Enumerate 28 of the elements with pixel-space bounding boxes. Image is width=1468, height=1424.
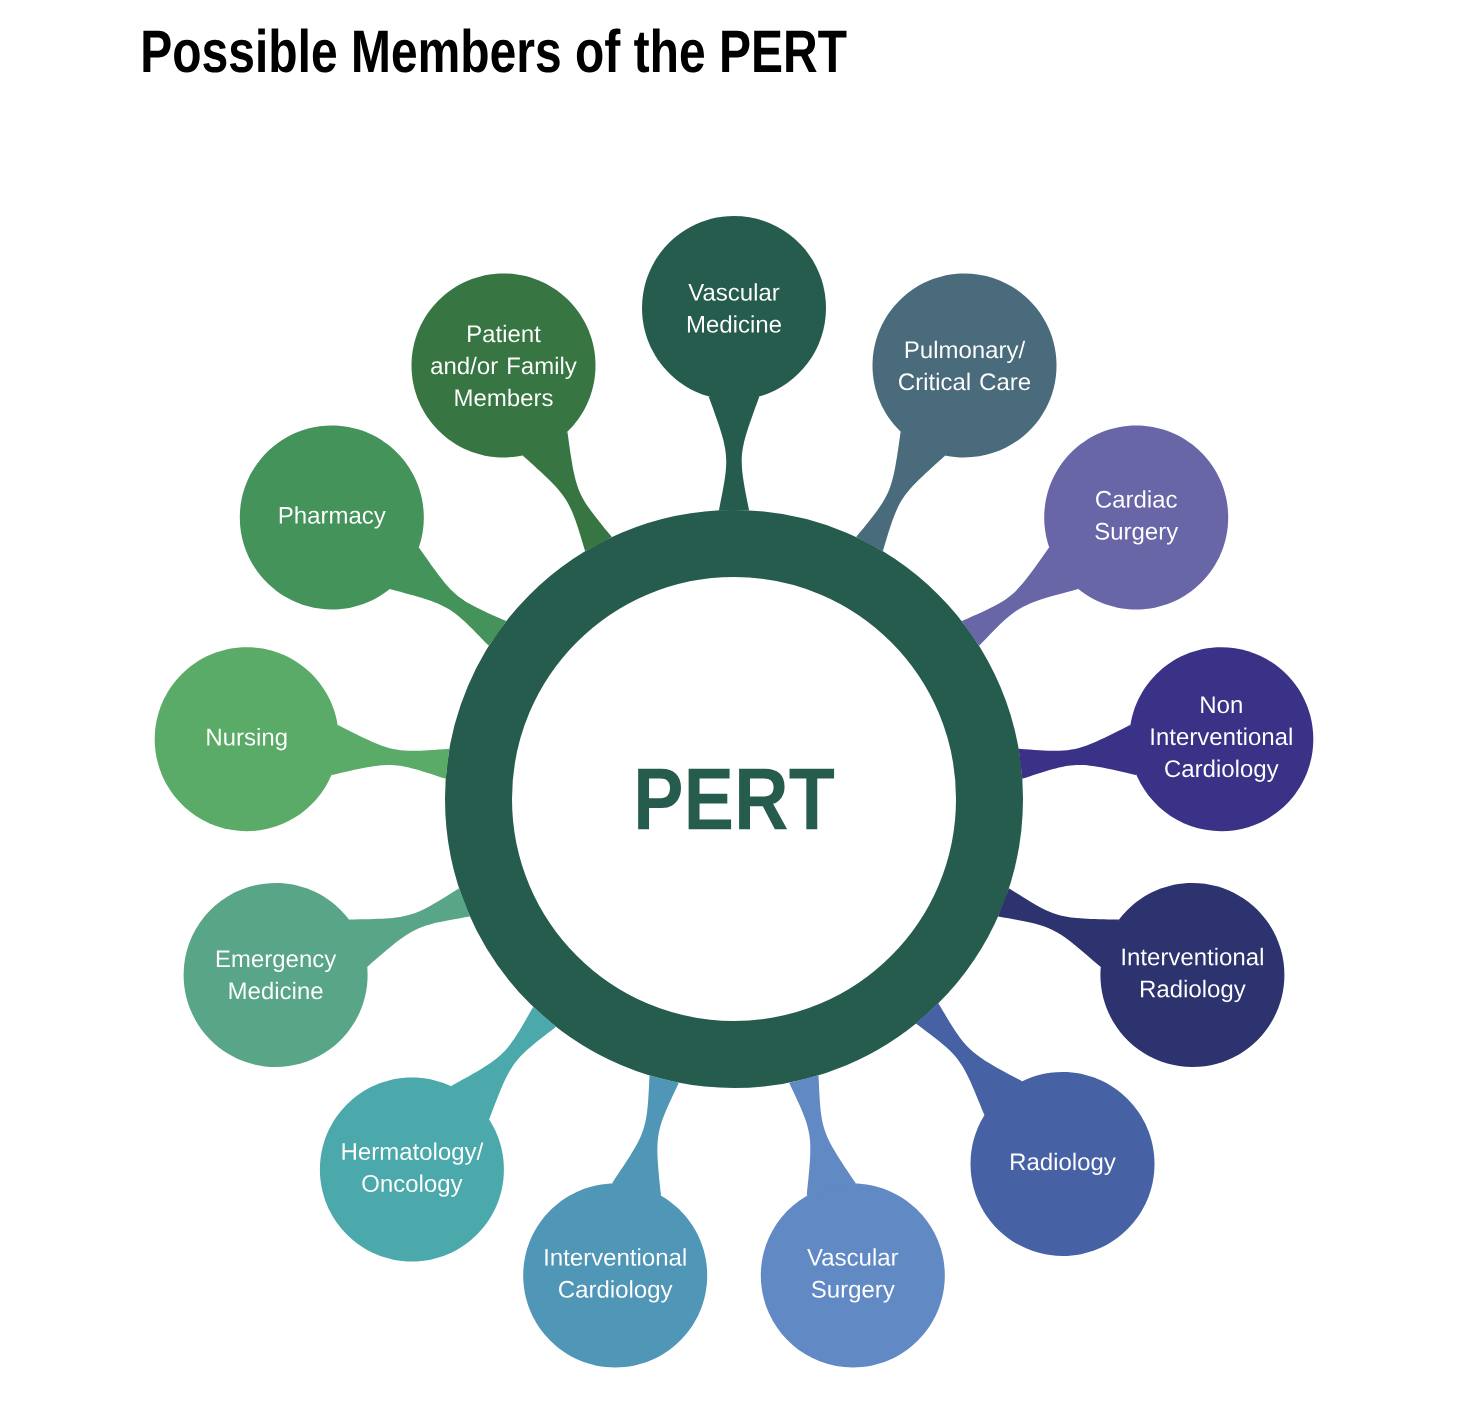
stem-connector (349, 888, 470, 967)
bubble: Non Interventional Cardiology (1129, 647, 1314, 832)
stem-connector (998, 888, 1119, 967)
bubble: Pulmonary/ Critical Care (872, 273, 1057, 458)
stem-connector (389, 547, 507, 646)
bubble: Vascular Medicine (642, 216, 826, 400)
stem-connector (789, 1075, 856, 1196)
stem-connector (708, 396, 760, 511)
bubble: Cardiac Surgery (1044, 425, 1229, 610)
stem-connector (522, 431, 612, 552)
bubble: Interventional Cardiology (523, 1183, 708, 1368)
bubble: Interventional Radiology (1100, 883, 1285, 1067)
bubble: Vascular Surgery (760, 1183, 945, 1368)
stem-connector (612, 1075, 679, 1196)
stem-connector (450, 1006, 557, 1120)
stem-connector (1018, 724, 1137, 779)
stem-connector (961, 547, 1079, 646)
bubble: Nursing (154, 647, 339, 832)
bubble: Emergency Medicine (183, 883, 368, 1067)
bubble: Pharmacy (239, 425, 424, 610)
stem-connector (856, 431, 946, 552)
stem-connector (331, 724, 450, 779)
stem-connector (915, 1003, 1023, 1116)
bubble: Radiology (970, 1071, 1155, 1256)
ring: PERT (445, 510, 1023, 1088)
title: Possible Members of the PERT (143, 28, 847, 73)
bubble: Patient and/or Family Members (411, 273, 596, 458)
bubble: Hermatology/ Oncology (319, 1077, 504, 1262)
